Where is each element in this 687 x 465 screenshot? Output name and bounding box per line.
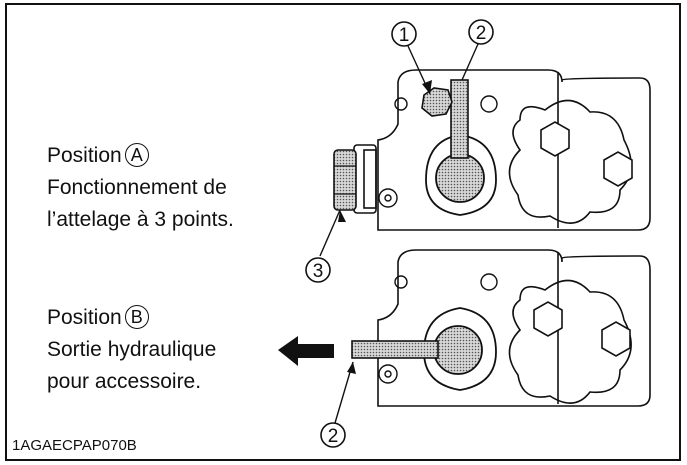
position-a-title: Position — [47, 144, 122, 167]
valve-body-top — [353, 69, 651, 231]
callout-2-bottom: 2 — [320, 422, 346, 448]
callout-number: 3 — [313, 261, 324, 282]
position-a-line-2: l’attelage à 3 points. — [47, 208, 234, 231]
position-a-letter: A — [124, 143, 149, 167]
position-b-line-1: Sortie hydraulique — [47, 338, 217, 361]
position-b-letter: B — [124, 305, 149, 329]
position-b-line-2: pour accessoire. — [47, 370, 202, 393]
bolt-heads-top — [540, 121, 633, 187]
callout-1: 1 — [391, 21, 417, 47]
position-a-line-1: Fonctionnement de — [47, 176, 227, 199]
direction-arrow — [278, 336, 334, 366]
callout-number: 1 — [399, 25, 410, 46]
bolt-heads-bottom — [533, 301, 631, 357]
callout-2-top: 2 — [468, 19, 494, 45]
callout-3: 3 — [305, 257, 331, 283]
figure-border — [5, 3, 681, 461]
selector-knob-top — [425, 79, 497, 216]
callout-number: 2 — [476, 23, 487, 44]
selector-knob-bottom — [351, 307, 497, 391]
plug-3 — [333, 149, 357, 211]
figure-code: 1AGAECPAP070B — [12, 437, 137, 454]
lock-nut — [421, 87, 453, 117]
position-b-title: Position — [47, 306, 122, 329]
callout-number: 2 — [328, 426, 339, 447]
